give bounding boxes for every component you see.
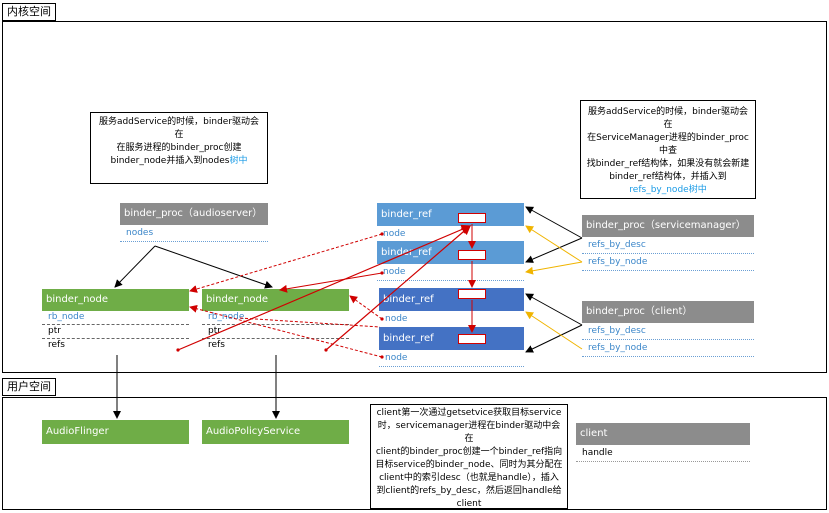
node-field-ptr: ptr (42, 325, 189, 339)
binder-proc-servicemanager: binder_proc（servicemanager） refs_by_desc… (582, 215, 754, 272)
note-line: binder_ref结构体，并插入到 (609, 172, 727, 182)
note-line: 在服务进程的binder_proc创建 (116, 143, 242, 153)
proc-field-nodes: nodes (120, 225, 268, 242)
ref-field-node: node (377, 264, 524, 281)
kernel-space-label: 内核空间 (2, 3, 56, 21)
ref-title: binder_ref (379, 288, 524, 311)
note-line: client中的索引desc（也就是handle），插入 (379, 473, 559, 483)
node-field-refs: refs (48, 340, 65, 350)
client-title: client (576, 423, 750, 445)
note-line: client (456, 499, 482, 509)
note-line: 时，servicemanager进程在binder驱动中会在 (377, 421, 561, 444)
client-box: client handle (576, 423, 750, 467)
node-field-ptr: ptr (202, 325, 349, 339)
audiopolicyservice-box: AudioPolicyService (202, 420, 349, 444)
ref-pointer-box (458, 213, 486, 223)
note-client-getservice: client第一次通过getsetvice获取目标service 时，servi… (370, 404, 568, 509)
ref-field-node: node (379, 350, 524, 367)
binder-node-audiopolicy: binder_node rb_node ptr refs (202, 289, 349, 355)
kernel-space-region (2, 21, 827, 373)
ref-pointer-box (458, 334, 486, 344)
note-line: 找binder_ref结构体，如果没有就会新建 (586, 159, 750, 169)
note-line: binder_node并插入到nodes树中 (95, 155, 263, 168)
note-highlight: 树中 (229, 156, 248, 166)
binder-proc-audioserver: binder_proc（audioserver） nodes (120, 203, 268, 245)
proc-field-refs-by-node: refs_by_node (582, 340, 754, 357)
proc-title: binder_proc（client） (582, 301, 754, 323)
note-add-service-ref: 服务addService的时候，binder驱动会在 在ServiceManag… (580, 100, 756, 199)
ref-pointer-box (458, 289, 486, 299)
user-space-region (2, 397, 827, 510)
ref-field-node: node (379, 311, 524, 328)
proc-field-refs-by-desc: refs_by_desc (582, 237, 754, 254)
proc-title: binder_proc（audioserver） (120, 203, 268, 225)
note-text: binder_node并插入到nodes (110, 156, 230, 166)
ref-title: binder_ref (377, 241, 524, 264)
proc-field-refs-by-node: refs_by_node (582, 254, 754, 271)
ref-title: binder_ref (377, 203, 524, 226)
note-line: 服务addService的时候，binder驱动会在 (587, 107, 749, 130)
proc-title: binder_proc（servicemanager） (582, 215, 754, 237)
ref-title: binder_ref (379, 327, 524, 350)
binder-ref-sm-1: binder_ref node (377, 203, 524, 243)
binder-node-audioflinger: binder_node rb_node ptr refs (42, 289, 189, 355)
audioflinger-box: AudioFlinger (42, 420, 189, 444)
node-title: binder_node (202, 289, 349, 311)
node-field-refs: refs (208, 340, 225, 350)
proc-field-refs-by-desc: refs_by_desc (582, 323, 754, 340)
note-line: 目标service的binder_node、同时为其分配在 (375, 460, 563, 470)
binder-ref-client-1: binder_ref node (379, 288, 524, 328)
node-title: binder_node (42, 289, 189, 311)
binder-ref-client-2: binder_ref node (379, 327, 524, 367)
user-space-label: 用户空间 (2, 378, 56, 396)
node-field-rb-node: rb_node (202, 311, 349, 325)
client-field-handle: handle (576, 445, 750, 462)
binder-proc-client: binder_proc（client） refs_by_desc refs_by… (582, 301, 754, 358)
note-line: 服务addService的时候，binder驱动会在 (98, 117, 260, 140)
note-line: 在ServiceManager进程的binder_proc中查 (587, 133, 749, 156)
note-line: client第一次通过getsetvice获取目标service (376, 408, 562, 418)
note-line: client的binder_proc创建一个binder_ref指向 (375, 447, 563, 457)
note-line: 到client的refs_by_desc，然后返回handle给 (376, 486, 562, 496)
ref-pointer-box (458, 250, 486, 260)
note-highlight: refs_by_node树中 (629, 185, 707, 195)
binder-ref-sm-2: binder_ref node (377, 241, 524, 281)
node-field-rb-node: rb_node (42, 311, 189, 325)
note-add-service-node: 服务addService的时候，binder驱动会在 在服务进程的binder_… (90, 112, 268, 184)
